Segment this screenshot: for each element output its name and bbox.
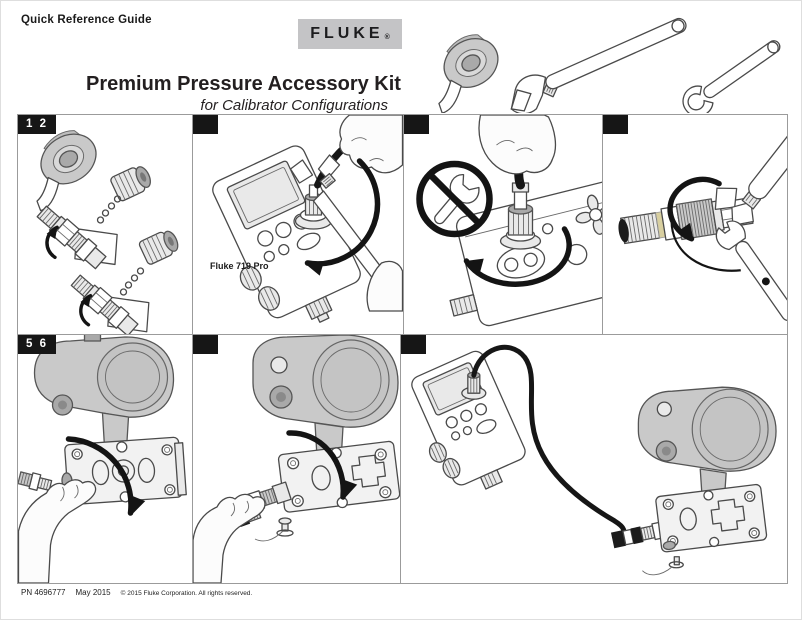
step-number-tab (193, 115, 218, 134)
step-number-tab: 1 2 (18, 115, 56, 134)
wrap-ptfe-tape-illustration (36, 130, 179, 334)
hand (18, 479, 97, 583)
chain (96, 195, 122, 224)
thread-fitting-into-transmitter-illustration (18, 335, 187, 583)
quick-connect-fitting-1 (36, 205, 118, 270)
rotation-arrow (463, 226, 572, 287)
step-number-tab (603, 115, 628, 134)
rotation-arrow (304, 158, 381, 267)
doc-type-heading: Quick Reference Guide (21, 14, 152, 26)
part-number: PN 4696777 (21, 588, 66, 597)
panel-row-1: 1 2 (18, 115, 787, 335)
hand-top (339, 115, 403, 174)
panel-complete-connection (401, 335, 787, 583)
manifold-block (277, 440, 400, 513)
panel-two-wrenches (603, 115, 787, 334)
bleed-valve (254, 517, 294, 542)
device-label: Fluke 719 Pro (210, 261, 269, 271)
ptfe-tape-roll-icon (438, 34, 499, 113)
panel-tighten-fitting-on-calibrator: Fluke 719 Pro (193, 115, 404, 334)
title-block: Premium Pressure Accessory Kit for Calib… (71, 73, 416, 114)
rotation-arrow-tail (670, 215, 741, 272)
fluke-logo-text: FLUKE (310, 25, 384, 42)
open-end-wrench-icon (682, 40, 781, 113)
step-number-tab (193, 335, 218, 354)
required-tools-illustration (438, 17, 781, 113)
panel-steps-1-2: 1 2 (18, 115, 193, 334)
rotation-arrow (65, 436, 134, 516)
panel-row-2: 5 6 (18, 335, 787, 583)
fitting-in-hand (18, 471, 53, 491)
publish-date: May 2015 (75, 588, 111, 597)
step-number-tab (404, 115, 429, 134)
manifold-block (655, 483, 768, 553)
two-wrench-tighten-illustration (618, 115, 787, 322)
attach-hose-quick-connect-illustration (193, 335, 400, 583)
calibrator-top-face (449, 181, 602, 327)
rotation-arrow (286, 430, 347, 500)
hand-tighten-no-wrench-illustration (416, 115, 602, 327)
wrench-tighten-on-calibrator-illustration (212, 115, 403, 323)
ptfe-tape-roll (36, 130, 97, 212)
adjustable-wrench-icon (510, 17, 687, 113)
quick-connect-fitting-2 (70, 274, 150, 334)
transmitter-head (33, 335, 175, 418)
footer: PN 4696777 May 2015 © 2015 Fluke Corpora… (21, 588, 252, 597)
dust-cap-on-chain (138, 230, 179, 265)
hand-gripping-hose (478, 115, 557, 175)
fluke-logo: FLUKE® (298, 19, 402, 49)
panel-steps-5-6: 5 6 (18, 335, 193, 583)
step-number-tab (401, 335, 426, 354)
fluke-719-pro-calibrator (212, 145, 361, 323)
copyright-notice: © 2015 Fluke Corporation. All rights res… (120, 590, 253, 597)
calibrator (411, 350, 526, 490)
instruction-panel-grid: 1 2 (17, 114, 788, 584)
no-wrench-prohibition-icon (416, 160, 493, 238)
panel-hand-tighten-hose (404, 115, 603, 334)
dust-cap-on-chain (110, 166, 151, 202)
calibrator-connected-to-transmitter-illustration (411, 344, 777, 576)
page-title: Premium Pressure Accessory Kit (86, 73, 401, 95)
transmitter-head (637, 386, 777, 472)
connection-hose (471, 344, 627, 540)
transmitter-head (252, 335, 399, 428)
step-number-tab: 5 6 (18, 335, 56, 354)
hand (193, 493, 266, 583)
four-way-button (575, 194, 602, 235)
page-subtitle: for Calibrator Configurations (200, 97, 388, 114)
adjustable-wrench (714, 115, 787, 227)
chain (119, 267, 145, 296)
registered-trademark: ® (384, 33, 390, 41)
open-end-wrench (715, 220, 787, 322)
bleed-valve (642, 556, 684, 576)
hand-bottom-right (366, 260, 403, 312)
panel-attach-hose-to-transmitter (193, 335, 401, 583)
